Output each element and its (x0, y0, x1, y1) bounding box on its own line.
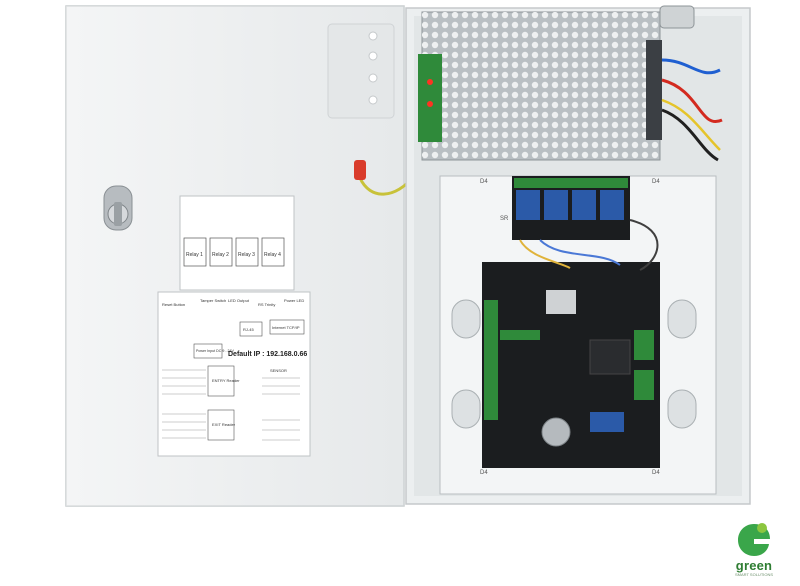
relay-4-label: Relay 4 (264, 252, 281, 258)
indicator-board (418, 54, 442, 142)
d4-label-bottom-right: D4 (652, 470, 660, 476)
controller-board (482, 262, 660, 468)
exit-reader-label: EXIT Reader (212, 422, 236, 427)
brand-tagline: SMART SOLUTIONS (734, 572, 774, 577)
green-leaf-g-icon (738, 523, 770, 556)
relay-board (512, 176, 630, 240)
fuse-holder (659, 5, 695, 29)
d4-label-top-right: D4 (652, 179, 660, 185)
power-input-label: Power Input DC 9 - 24V (196, 349, 235, 353)
lock-icon[interactable] (103, 185, 133, 231)
rj45-label: RJ-45 (243, 327, 254, 332)
sr-label: SR (500, 216, 509, 222)
power-supply-unit (421, 11, 662, 161)
internet-label: Internet TCP/IP (272, 325, 300, 330)
green-logo: green SMART SOLUTIONS (722, 520, 786, 580)
rs-trinity-label: RS Trinity (258, 302, 275, 307)
led-output-label: LED Output (228, 298, 250, 303)
default-ip-label: Default IP : 192.168.0.66 (228, 351, 307, 358)
entry-reader-label: ENTRY Reader (212, 378, 240, 383)
relay-1-label: Relay 1 (186, 252, 203, 258)
brand-name: green (735, 558, 773, 573)
d4-label-top-left: D4 (480, 179, 488, 185)
sensor-label: SENSOR (270, 368, 287, 373)
power-led-label: Power LED (284, 298, 304, 303)
ground-terminal (354, 160, 366, 180)
relay-2-label: Relay 2 (212, 252, 229, 258)
wiring-diagram-top: Relay 1 Relay 2 Relay 3 Relay 4 (179, 195, 295, 291)
relay-3-label: Relay 3 (238, 252, 255, 258)
reset-button-label: Reset Button (162, 302, 185, 307)
d4-label-bottom-left: D4 (480, 470, 488, 476)
tamper-switch-label: Tamper Switch (200, 298, 226, 303)
wiring-diagram-main: Reset Button Tamper Switch LED Output RS… (157, 291, 311, 457)
cabinet-body: D4 D4 D4 D4 SR (405, 5, 751, 505)
